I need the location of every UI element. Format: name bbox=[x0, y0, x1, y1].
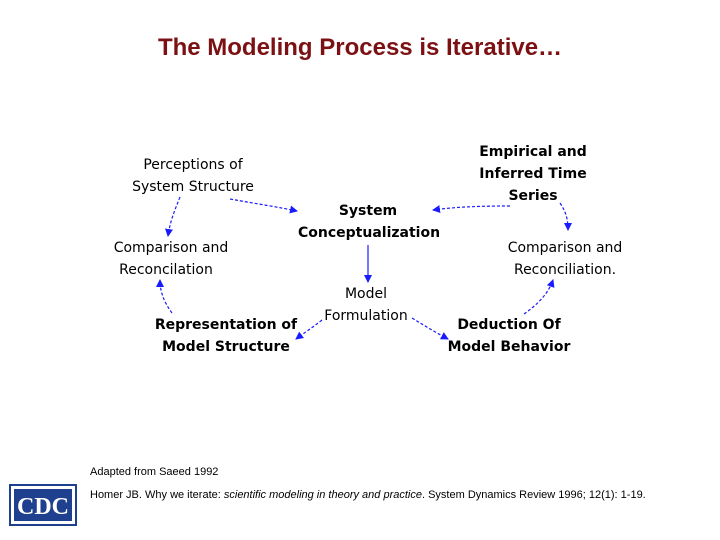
node-deduction-of-model-behavior: Deduction Of Model Behavior bbox=[444, 314, 574, 358]
node-line: System bbox=[338, 203, 398, 219]
node-line: Conceptualization bbox=[298, 225, 441, 241]
arrow-deduction-to-comparison-right bbox=[523, 279, 555, 315]
node-empirical-time-series: Empirical and Inferred Time Series bbox=[470, 141, 596, 207]
citation-author: Homer JB. Why we iterate: bbox=[90, 489, 224, 501]
node-line: Reconcilation bbox=[119, 262, 213, 278]
node-representation-of-model-structure: Representation of Model Structure bbox=[150, 314, 302, 358]
node-line: Reconciliation. bbox=[513, 262, 617, 278]
node-line: Formulation bbox=[324, 308, 408, 324]
node-line: Series bbox=[508, 188, 558, 204]
arrow-empirical-to-conceptualization bbox=[432, 205, 511, 214]
node-line: Empirical and bbox=[479, 144, 587, 160]
node-line: Model Behavior bbox=[447, 339, 571, 355]
arrow-comparison-left-to-perceptions bbox=[229, 198, 298, 214]
citation-title: scientific modeling in theory and practi… bbox=[223, 489, 422, 501]
node-perceptions-of-system-structure: Perceptions of System Structure bbox=[118, 154, 268, 198]
cdc-logo: CDC bbox=[9, 484, 77, 526]
arrow-formulation-to-deduction bbox=[411, 317, 449, 340]
citation-rest: . System Dynamics Review 1996; 12(1): 1-… bbox=[421, 489, 646, 501]
footer-citation: Homer JB. Why we iterate: scientific mod… bbox=[90, 489, 646, 501]
node-comparison-right: Comparison and Reconciliation. bbox=[500, 237, 630, 281]
footer-adapted: Adapted from Saeed 1992 bbox=[90, 466, 219, 478]
node-line: Model Structure bbox=[162, 339, 290, 355]
node-line: Inferred Time bbox=[479, 166, 587, 182]
node-system-conceptualization: System Conceptualization bbox=[298, 200, 441, 244]
logo-text: CDC bbox=[17, 494, 69, 520]
node-line: Comparison and bbox=[507, 240, 623, 256]
node-line: Representation of bbox=[154, 317, 298, 333]
node-line: Perceptions of bbox=[143, 157, 243, 173]
node-line: Comparison and bbox=[113, 240, 229, 256]
node-line: Model bbox=[344, 286, 388, 302]
slide-title: The Modeling Process is Iterative… bbox=[157, 34, 563, 61]
node-line: Deduction Of bbox=[457, 317, 561, 333]
arrow-formulation-to-representation bbox=[295, 319, 323, 340]
arrow-representation-to-comparison-left bbox=[156, 279, 173, 314]
arrow-empirical-to-comparison-right bbox=[559, 202, 572, 231]
node-line: System Structure bbox=[132, 179, 254, 195]
arrow-perceptions-to-comparison-left bbox=[165, 196, 181, 237]
node-model-formulation: Model Formulation bbox=[316, 283, 416, 327]
node-comparison-left: Comparison and Reconcilation bbox=[104, 237, 238, 281]
